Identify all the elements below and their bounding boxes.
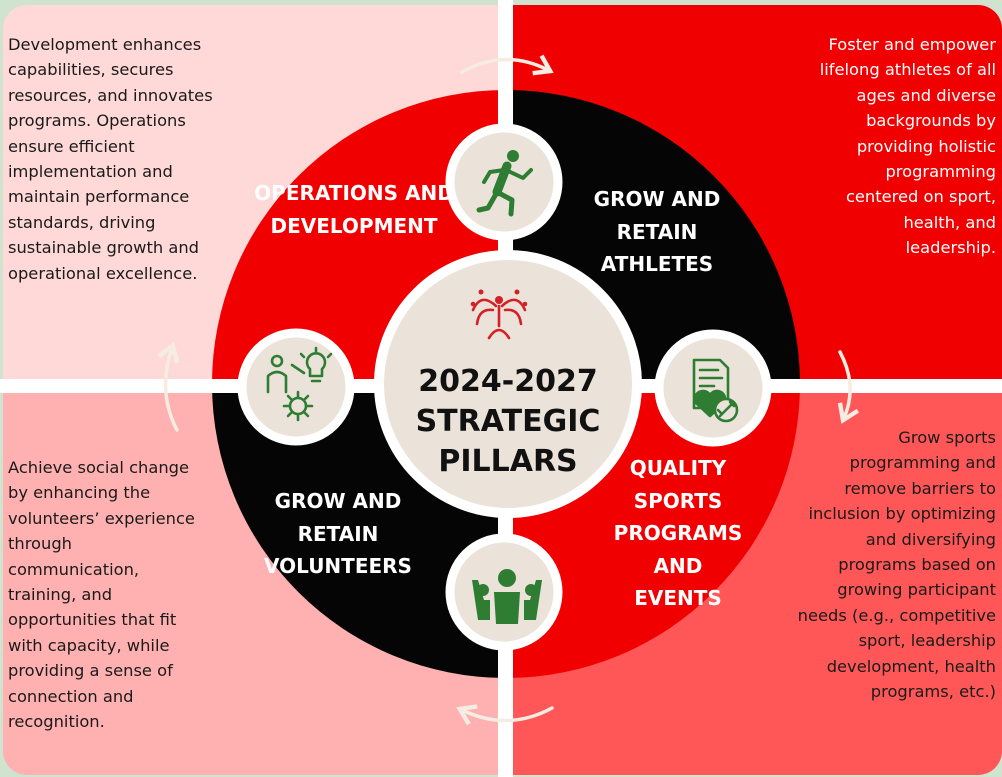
center-title-line-3: PILLARS (438, 444, 578, 479)
quality-description: Grow sports programming and remove barri… (797, 428, 996, 702)
center-title-line-2: STRATEGIC (415, 404, 601, 439)
operations-title: OPERATIONS AND DEVELOPMENT (254, 181, 454, 238)
cycle-arrow-left (157, 341, 180, 432)
cycle-arrow-bottom (456, 704, 554, 726)
volunteers-title: GROW AND RETAIN VOLUNTEERS (264, 489, 412, 578)
cycle-arrow-top (460, 54, 554, 76)
ideas-gear-icon (237, 328, 355, 446)
center-title-line-1: 2024-2027 (418, 364, 598, 399)
runner-icon (445, 123, 563, 241)
quality-title: QUALITY SPORTS PROGRAMS AND EVENTS (613, 456, 743, 610)
athletes-description: Foster and empower lifelong athletes of … (819, 35, 996, 258)
cycle-arrow-right (837, 350, 860, 424)
checklist-heart-icon (654, 329, 772, 447)
special-olympics-logo-icon (470, 289, 528, 340)
center-title: 2024-2027 STRATEGIC PILLARS (398, 362, 618, 482)
team-icon (445, 533, 563, 651)
center-circle (374, 250, 642, 518)
operations-description: Development enhances capabilities, secur… (8, 35, 213, 283)
volunteers-description: Achieve social change by enhancing the v… (8, 458, 195, 732)
athletes-title: GROW AND RETAIN ATHLETES (593, 187, 721, 276)
